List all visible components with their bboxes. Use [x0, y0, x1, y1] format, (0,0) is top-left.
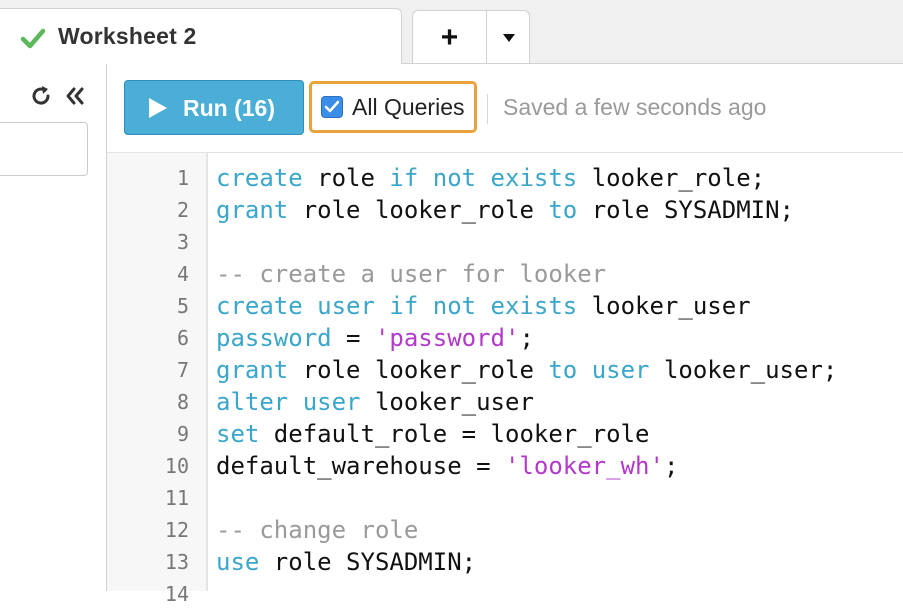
add-tab-button[interactable]: + — [440, 20, 459, 54]
code-token: = — [331, 324, 375, 352]
code-token: role SYSADMIN; — [577, 196, 794, 224]
code-line[interactable]: 7 grant role looker_role to user looker_u… — [107, 354, 903, 386]
code-line[interactable]: 3 — [107, 226, 903, 258]
code-token: create user if not exists — [216, 292, 578, 320]
code-token: -- create a user for looker — [216, 260, 607, 288]
tab-add-group: + — [412, 10, 530, 64]
code-text: grant role looker_role to role SYSADMIN; — [216, 194, 794, 226]
tab-menu-button[interactable] — [487, 11, 530, 64]
line-number: 3 — [176, 230, 189, 254]
code-line[interactable]: 1 create role if not exists looker_role; — [107, 162, 903, 194]
code-text: -- create a user for looker — [216, 258, 606, 290]
code-token: looker_user; — [649, 356, 838, 384]
code-line[interactable]: 11 — [107, 482, 903, 514]
sidebar-search-input[interactable] — [0, 122, 88, 176]
code-token: 'looker_wh' — [504, 452, 664, 480]
checkmark-icon — [20, 28, 46, 49]
line-number: 12 — [164, 518, 189, 542]
play-icon — [149, 98, 167, 118]
code-token: use — [216, 548, 260, 576]
sidebar — [0, 64, 107, 591]
code-token: role looker_role — [288, 356, 549, 384]
line-number: 6 — [176, 326, 189, 350]
code-line[interactable]: 9 set default_role = looker_role — [107, 418, 903, 450]
code-text: default_warehouse = 'looker_wh'; — [216, 450, 678, 482]
code-text: -- change role — [216, 514, 418, 546]
code-text: set default_role = looker_role — [216, 418, 650, 450]
refresh-icon[interactable] — [29, 84, 53, 108]
code-line[interactable]: 12 -- change role — [107, 514, 903, 546]
all-queries-label: All Queries — [352, 94, 465, 120]
code-token: grant — [216, 196, 289, 224]
code-line[interactable]: 4 -- create a user for looker — [107, 258, 903, 290]
code-line[interactable]: 8 alter user looker_user — [107, 386, 903, 418]
code-line[interactable]: 6 password = 'password'; — [107, 322, 903, 354]
code-text: create role if not exists looker_role; — [216, 162, 765, 194]
code-token: role looker_role — [288, 196, 549, 224]
code-token: -- change role — [216, 516, 419, 544]
line-number: 8 — [176, 390, 189, 414]
code-line[interactable]: 2 grant role looker_role to role SYSADMIN… — [107, 194, 903, 226]
run-button-label: Run (16) — [183, 95, 275, 121]
code-line[interactable]: 10 default_warehouse = 'looker_wh'; — [107, 450, 903, 482]
code-token: password — [216, 324, 332, 352]
line-number: 7 — [176, 358, 189, 382]
code-token: ; — [519, 324, 534, 352]
line-number: 1 — [176, 166, 189, 190]
caret-down-icon — [502, 33, 515, 42]
code-token: ; — [663, 452, 679, 480]
run-button[interactable]: Run (16) — [124, 80, 304, 135]
checkbox-check-icon — [324, 100, 340, 113]
code-token: create — [216, 164, 303, 192]
tab-bar: Worksheet 2 + — [0, 0, 903, 64]
line-number: 11 — [164, 486, 189, 510]
code-token: default_warehouse = — [216, 452, 505, 480]
code-text: alter user looker_user — [216, 386, 534, 418]
line-number: 9 — [176, 422, 189, 446]
code-token: if not exists — [389, 164, 578, 192]
code-text: password = 'password'; — [216, 322, 534, 354]
tab-title: Worksheet 2 — [58, 23, 197, 49]
code-token: looker_user — [360, 388, 534, 416]
code-token: default_role = looker_role — [259, 420, 650, 448]
code-text: create user if not exists looker_user — [216, 290, 751, 322]
all-queries-checkbox[interactable] — [321, 96, 343, 118]
tab-worksheet[interactable]: Worksheet 2 — [0, 8, 402, 64]
code-token: looker_user — [577, 292, 751, 320]
code-token: grant — [216, 356, 289, 384]
collapse-sidebar-icon[interactable] — [63, 84, 87, 108]
line-number: 14 — [164, 582, 189, 606]
line-number: 4 — [176, 262, 189, 286]
code-token: looker_role; — [577, 164, 766, 192]
code-token: set — [216, 420, 260, 448]
toolbar: Run (16) All Queries Saved a few seconds… — [107, 64, 903, 153]
tab-add-divider — [486, 11, 487, 64]
code-line[interactable]: 14 — [107, 578, 903, 610]
code-line[interactable]: 13 use role SYSADMIN; — [107, 546, 903, 578]
line-number: 5 — [176, 294, 189, 318]
code-token: 'password' — [374, 324, 520, 352]
all-queries-toggle[interactable]: All Queries — [309, 81, 477, 133]
code-text: grant role looker_role to user looker_us… — [216, 354, 837, 386]
code-token: to user — [548, 356, 650, 384]
line-number: 10 — [164, 454, 189, 478]
line-number-gutter — [107, 153, 208, 591]
line-number: 13 — [164, 550, 189, 574]
toolbar-divider — [487, 94, 488, 124]
save-status: Saved a few seconds ago — [503, 94, 767, 120]
code-token: to — [548, 196, 578, 224]
code-line[interactable]: 5 create user if not exists looker_user — [107, 290, 903, 322]
line-number: 2 — [176, 198, 189, 222]
code-token: alter user — [216, 388, 361, 416]
code-text: use role SYSADMIN; — [216, 546, 476, 578]
code-token: role SYSADMIN; — [259, 548, 477, 576]
code-token: role — [302, 164, 390, 192]
